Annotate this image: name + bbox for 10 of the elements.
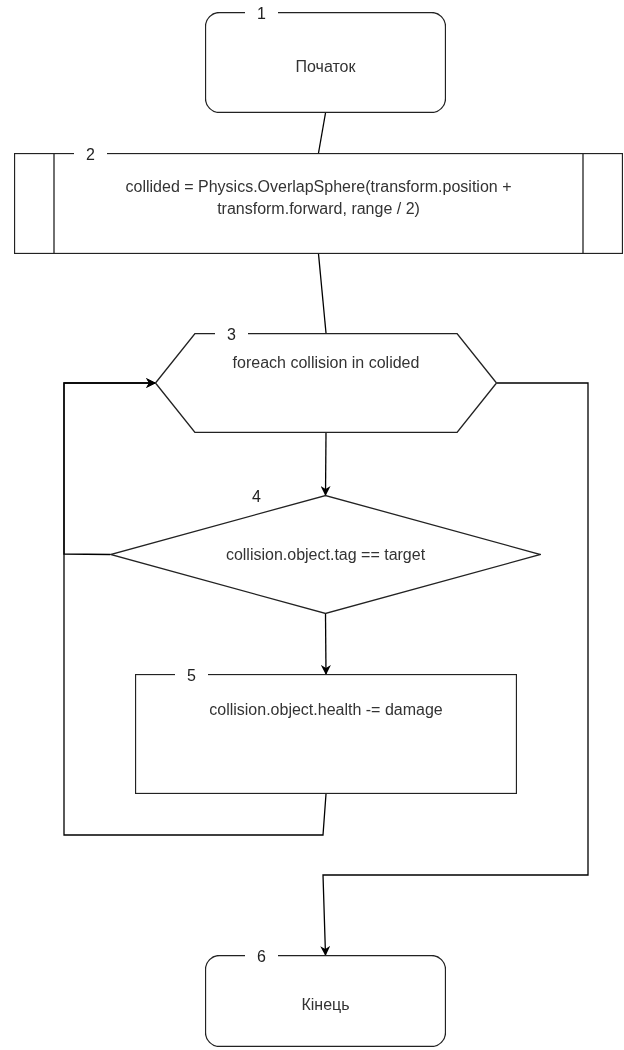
connector-arrow [320, 613, 331, 675]
node-text: Початок [295, 56, 356, 77]
connector-arrow [320, 382, 589, 956]
node-text: collision.object.tag == target [225, 544, 426, 565]
node-text: collision.object.health -= damage [209, 700, 443, 720]
connector-arrow [320, 432, 331, 496]
node-text: collided = Physics.OverlapSphere(transform.position + transform.forward, range / 2) [124, 176, 513, 219]
connector-arrow [63, 378, 156, 556]
node-text: Кінець [301, 995, 350, 1015]
node-text: foreach collision in colided [232, 353, 420, 373]
